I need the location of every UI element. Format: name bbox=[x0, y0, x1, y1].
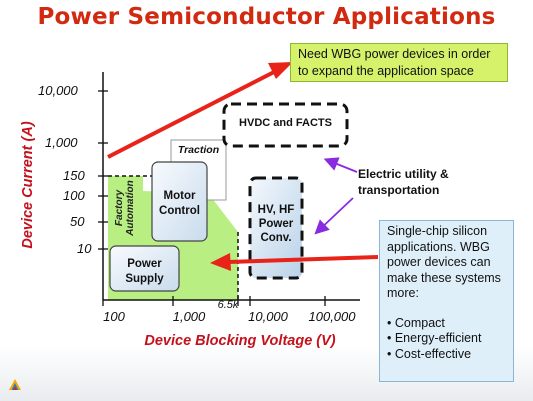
benefit-list: • Compact • Energy-efficient • Cost-effe… bbox=[387, 316, 506, 363]
factory-automation-label: Factory Automation bbox=[114, 180, 136, 236]
hvdc-label: HVDC and FACTS bbox=[239, 117, 332, 129]
control-label-line: Control bbox=[159, 205, 200, 217]
x-tick-marks bbox=[102, 296, 326, 306]
benefit-cost-effective: • Cost-effective bbox=[387, 346, 472, 361]
electric-utility-label: Electric utility & transportation bbox=[358, 167, 449, 197]
x-axis-label: Device Blocking Voltage (V) bbox=[144, 333, 336, 349]
purple-arrow-down bbox=[314, 197, 354, 235]
y-tick-label: 1,000 bbox=[45, 135, 78, 150]
red-arrow-top-shaft bbox=[107, 69, 277, 159]
benefit-compact: • Compact bbox=[387, 315, 445, 330]
triangle-logo-icon bbox=[9, 379, 21, 390]
power-line: Power bbox=[258, 218, 294, 230]
red-arrow-top-head bbox=[268, 62, 293, 79]
power-supply-box bbox=[109, 245, 180, 292]
automation-line: Automation bbox=[125, 180, 136, 236]
x-tick-label: 100 bbox=[103, 309, 125, 324]
motor-control-box bbox=[151, 161, 208, 242]
slide-title: Power Semiconductor Applications bbox=[37, 4, 496, 30]
x-tick-label: 10,000 bbox=[248, 309, 288, 324]
red-arrow-left-shaft bbox=[227, 255, 379, 264]
y-tick-label: 150 bbox=[63, 168, 85, 183]
hv-power-box bbox=[248, 176, 304, 280]
y-tick-marks bbox=[98, 90, 108, 250]
power-supply-label: Power Supply bbox=[110, 257, 179, 287]
x-tick-label: 100,000 bbox=[308, 309, 356, 324]
callout-single-chip: Single-chip silicon applications. WBG po… bbox=[379, 220, 514, 382]
y-tick-label: 50 bbox=[70, 214, 85, 229]
hv-power-label: HV, HF Power Conv. bbox=[250, 203, 302, 245]
red-arrow-left-head bbox=[210, 253, 231, 271]
traction-label: Traction bbox=[177, 144, 220, 156]
y-tick-label: 10,000 bbox=[38, 83, 78, 98]
motor-label-line: Motor bbox=[163, 190, 196, 202]
x-tick-label: 6.5k bbox=[217, 299, 239, 311]
y-axis-label: Device Current (A) bbox=[20, 121, 36, 249]
hvdc-box bbox=[222, 102, 349, 148]
benefit-energy-efficient: • Energy-efficient bbox=[387, 331, 482, 345]
callout-intro: Single-chip silicon applications. WBG po… bbox=[387, 224, 501, 300]
y-tick-label: 100 bbox=[63, 188, 85, 203]
power-supply-line1: Power bbox=[127, 258, 162, 270]
conv-line: Conv. bbox=[260, 232, 292, 244]
motor-control-label: Motor Control bbox=[152, 189, 207, 219]
callout-wbg-need: Need WBG power devices in order to expan… bbox=[290, 43, 508, 82]
y-tick-label: 10 bbox=[77, 241, 92, 256]
purple-arrow-up bbox=[323, 157, 358, 173]
hv-hf-line: HV, HF bbox=[257, 204, 295, 216]
factory-line: Factory bbox=[114, 189, 125, 227]
x-tick-label: 1,000 bbox=[172, 309, 206, 324]
power-supply-line2: Supply bbox=[125, 273, 164, 285]
